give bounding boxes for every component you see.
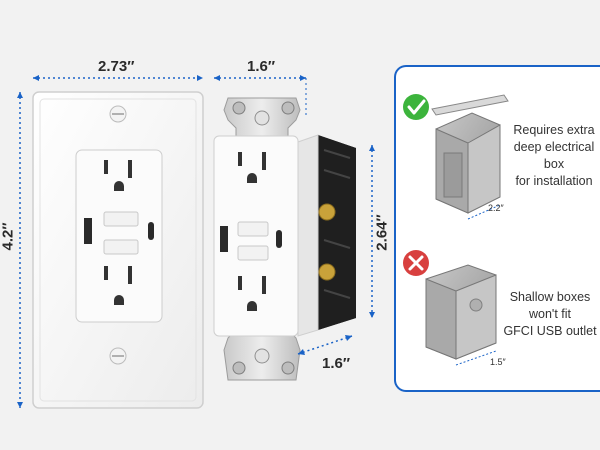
dimension-line-outlet-depth — [297, 335, 353, 355]
outlet-depth-label: 1.6″ — [322, 355, 351, 372]
outlet-width-label: 1.6″ — [247, 58, 276, 75]
deep-box-text-line-3: for installation — [515, 174, 593, 188]
shallow-box-text-line-1: Shallow boxes — [509, 290, 591, 304]
deep-box-text-line-2: deep electrical box — [513, 140, 595, 171]
shallow-box-text: Shallow boxes won't fit GFCI USB outlet — [500, 289, 600, 340]
dimension-line-height — [17, 92, 23, 408]
shallow-electrical-box — [425, 264, 497, 366]
shallow-box-text-line-2: won't fit — [529, 307, 571, 321]
dimension-line-width — [33, 75, 203, 81]
wallplate-width-label: 2.73″ — [98, 58, 135, 75]
dimension-line-outlet-height — [369, 145, 375, 318]
deep-box-text: Requires extra deep electrical box for i… — [502, 122, 600, 190]
deep-box-text-line-1: Requires extra — [513, 123, 595, 137]
box-illustrations — [403, 94, 509, 366]
gfci-outlet — [213, 97, 356, 381]
wallplate-height-label: 4.2″ — [0, 222, 17, 251]
cross-circle-icon — [403, 250, 429, 276]
dimension-line-outlet-width — [214, 75, 307, 118]
check-circle-icon — [403, 94, 429, 120]
wall-plate — [32, 91, 204, 409]
deep-electrical-box — [431, 94, 509, 220]
outlet-height-label: 2.64″ — [373, 214, 391, 251]
comparison-panel: Requires extra deep electrical box for i… — [394, 65, 600, 392]
shallow-box-text-line-3: GFCI USB outlet — [503, 324, 597, 338]
shallow-box-dim-label: 1.5″ — [490, 357, 506, 367]
deep-box-dim-label: 2.2″ — [488, 203, 504, 213]
